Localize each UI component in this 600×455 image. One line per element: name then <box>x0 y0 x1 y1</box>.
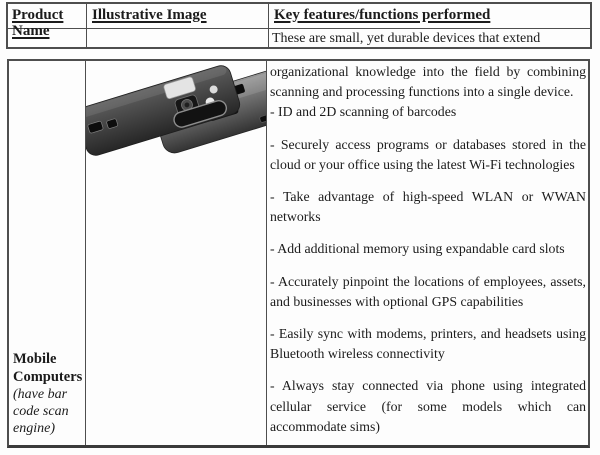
empty-cell <box>87 29 269 47</box>
main-table: Mobile Computers (have bar code scan eng… <box>7 59 590 448</box>
feature-item: - Securely access programs or databases … <box>270 136 586 172</box>
empty-cell <box>8 29 87 47</box>
product-note: (have bar code scan engine) <box>13 387 69 436</box>
intro-row-text: These are small, yet durable devices tha… <box>272 31 541 46</box>
feature-item: - Easily sync with modems, printers, and… <box>270 326 586 362</box>
scan-window <box>163 76 196 99</box>
product-name-cell: Mobile Computers (have bar code scan eng… <box>9 61 86 445</box>
side-port <box>106 118 118 129</box>
feature-item: - ID and 2D scanning of barcodes <box>270 104 457 120</box>
device-back <box>86 65 241 156</box>
key-features-cell: organizational knowledge into the field … <box>267 61 588 445</box>
side-port <box>87 120 104 134</box>
feature-item: - Accurately pinpoint the locations of e… <box>270 273 586 309</box>
key-features-header: Key features/functions performed <box>274 7 491 23</box>
connector-slot <box>173 100 228 128</box>
features-list: - ID and 2D scanning of barcodes - Secure… <box>270 102 586 437</box>
key-features-header-cell: Key features/functions performed <box>269 4 590 29</box>
illustrative-image-header-cell: Illustrative Image <box>87 4 269 29</box>
feature-item: - Always stay connected via phone using … <box>270 378 586 434</box>
product-name: Mobile Computers <box>13 351 83 385</box>
mobile-computers-photo <box>86 62 266 156</box>
feature-item: - Add additional memory using expandable… <box>270 241 565 257</box>
header-table: Product Name Illustrative Image Key feat… <box>6 2 592 49</box>
features-intro-paragraph: organizational knowledge into the field … <box>270 64 586 100</box>
product-name-header-cell: Product Name <box>8 4 87 39</box>
illustrative-image-header: Illustrative Image <box>92 7 207 23</box>
product-name-header: Product Name <box>12 7 64 39</box>
feature-item: - Take advantage of high-speed WLAN or W… <box>270 189 586 225</box>
illustrative-image-cell <box>86 61 267 445</box>
flash-led <box>209 85 218 94</box>
